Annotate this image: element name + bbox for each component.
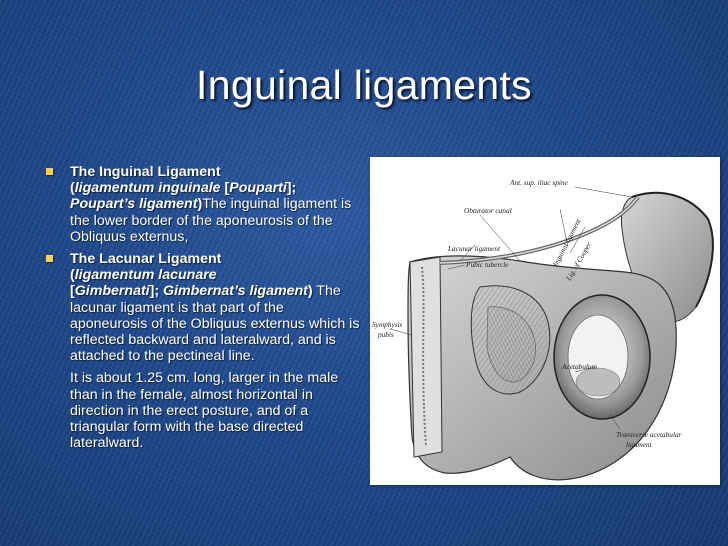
label-pubis: pubis: [377, 330, 394, 339]
label-acetabulum: Acetabulum: [561, 362, 597, 371]
bullet-inguinal-ligament: The Inguinal Ligament (ligamentum inguin…: [44, 164, 360, 245]
bracket-open: [: [220, 180, 230, 197]
alt-name: Gimbernati: [74, 283, 150, 300]
bullet-body: The inguinal ligament is the lower borde…: [70, 196, 352, 245]
square-bullet-icon: [46, 255, 53, 263]
bullet-heading: The Inguinal Ligament: [70, 164, 221, 180]
square-bullet-icon: [46, 168, 53, 175]
paren-close: ): [197, 196, 203, 213]
bullet-continuation: It is about 1.25 cm. long, larger in the…: [70, 370, 339, 452]
paren-open: (: [70, 180, 75, 197]
bullet-lacunar-ligament: The Lacunar Ligament (ligamentum lacunar…: [44, 251, 360, 364]
paren-close: ): [307, 283, 313, 300]
bullet-list: The Inguinal Ligament (ligamentum inguin…: [44, 164, 360, 451]
alt-name: Pouparti: [229, 180, 287, 197]
eponym: Poupart’s ligament: [70, 196, 198, 213]
label-lacunar-ligament: Lacunar ligament: [447, 244, 501, 253]
bullet-heading: The Lacunar Ligament: [70, 251, 222, 268]
latin-name: ligamentum inguinale: [74, 180, 221, 197]
bracket-open: [: [70, 283, 75, 300]
bullet-body: The lacunar ligament is that part of the…: [70, 283, 360, 365]
pelvis-drawing: Ant. sup. iliac spine Obturator canal In…: [372, 178, 714, 481]
eponym: Gimbernat’s ligament: [163, 283, 308, 300]
label-ant-sup-iliac-spine: Ant. sup. iliac spine: [509, 178, 569, 187]
label-ligament: ligament: [626, 440, 653, 449]
latin-name: ligamentum lacunare: [74, 267, 217, 284]
bracket-close: ];: [286, 180, 297, 197]
paren-open: (: [70, 267, 75, 284]
slide-title: Inguinal ligaments: [196, 62, 532, 108]
label-transverse-acetabular: Transverse acetabular: [616, 430, 682, 439]
label-obturator-canal: Obturator canal: [464, 206, 512, 215]
label-symphysis: Symphysis: [372, 320, 403, 329]
label-pubic-tubercle: Pubic tubercle: [465, 260, 509, 269]
bracket-close: ];: [149, 283, 160, 300]
pelvis-illustration: Ant. sup. iliac spine Obturator canal In…: [370, 157, 720, 485]
